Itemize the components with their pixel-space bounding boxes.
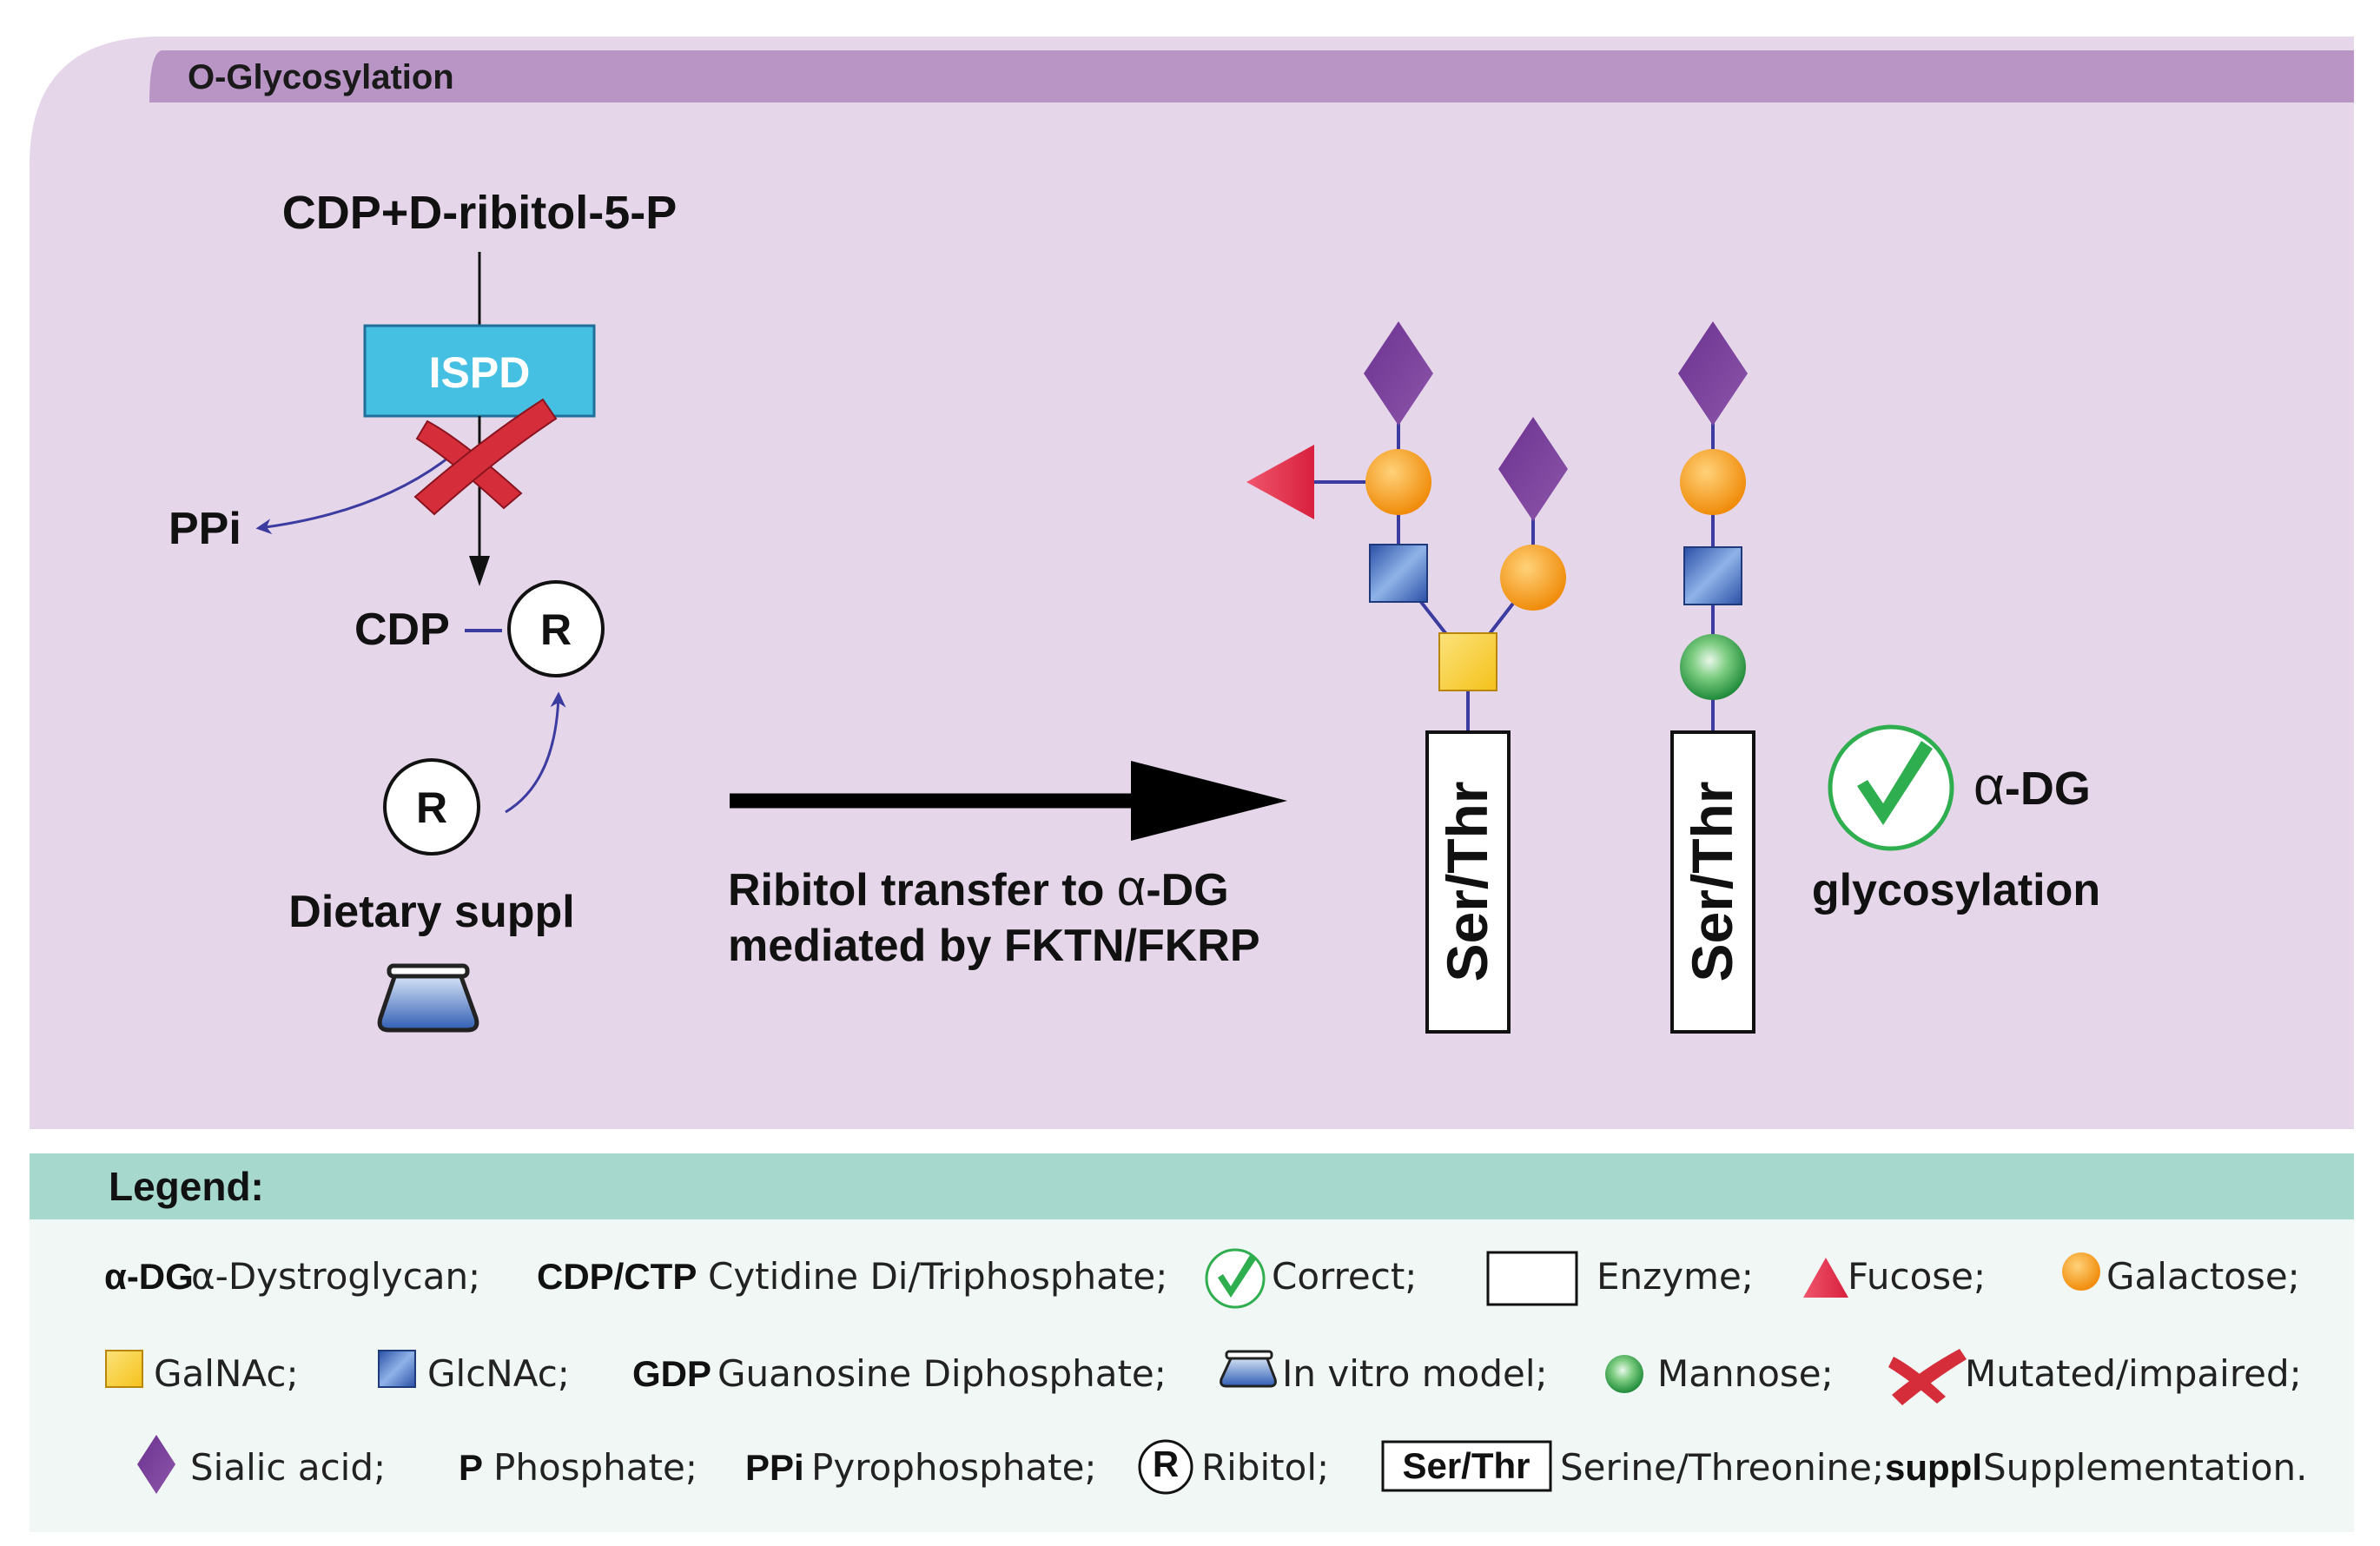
legend-enzyme-box-icon [1486, 1251, 1578, 1306]
dietary-ribitol-symbol: R [416, 783, 447, 832]
ser-thr-residue-box [1670, 730, 1755, 1034]
sialic-acid-icon [137, 1435, 175, 1494]
ribitol-circle-icon [383, 758, 480, 856]
correct-check-icon [1205, 1248, 1266, 1309]
in-vitro-flask-icon [377, 963, 479, 1033]
ispd-label: ISPD [429, 348, 531, 397]
galactose-node [1500, 545, 1566, 611]
legend-correct-text: Correct; [1272, 1255, 1417, 1298]
legend-mutated-text: Mutated/impaired; [1965, 1352, 2302, 1395]
panel-title-bar [149, 50, 2354, 102]
cdp-ribitol-product: CDP R [354, 580, 605, 677]
ribitol-circle-icon [507, 580, 605, 677]
legend-row-1: α-DG α-Dystroglycan; CDP/CTP Cytidine Di… [104, 1248, 2300, 1309]
substrate-label: CDP+D-ribitol-5-P [282, 187, 678, 239]
o-glycosylation-panel: O-Glycosylation [30, 36, 2354, 1129]
ppi-label: PPi [169, 504, 241, 554]
legend-glcnac-text: GlcNAc; [427, 1352, 570, 1395]
galnac-node [1438, 632, 1497, 691]
legend-title-bar [30, 1153, 2354, 1219]
legend-ribitol-text: Ribitol; [1201, 1446, 1329, 1489]
ser-thr-residue-box [1425, 730, 1511, 1034]
legend-serthr-box-icon [1381, 1440, 1552, 1492]
legend-suppl-abbr: suppl [1885, 1447, 1982, 1488]
sialic-acid-node [1498, 417, 1568, 521]
ispd-arrow-head [469, 556, 490, 586]
legend-row-2: GalNAc; GlcNAc; GDP Guanosine Diphosphat… [105, 1349, 2302, 1405]
panel-background [30, 36, 2354, 1129]
outcome: α-DG glycosylation [1812, 724, 2100, 915]
correct-check-icon [1828, 724, 1954, 851]
legend-row-3: Sialic acid; P Phosphate; PPi Pyrophosph… [137, 1435, 2308, 1495]
legend-title: Legend: [109, 1164, 264, 1209]
sialic-acid-node [1364, 321, 1433, 426]
galactose-node [1680, 449, 1746, 515]
glcnac-node [1683, 546, 1742, 605]
in-vitro-flask-icon [1220, 1350, 1277, 1388]
galactose-icon [2062, 1252, 2100, 1291]
legend-ppi-abbr: PPi [745, 1447, 804, 1488]
ribitol-transfer-arrow [730, 761, 1287, 841]
mannose-icon [1605, 1355, 1643, 1393]
legend-galnac-text: GalNAc; [154, 1352, 299, 1395]
transfer-caption-line1: Ribitol transfer to α-DG [728, 860, 1229, 916]
mutated-x-icon [1888, 1349, 1967, 1405]
legend-fucose-text: Fucose; [1848, 1255, 1986, 1298]
fucose-icon [1803, 1258, 1848, 1298]
glcnac-node [1369, 544, 1428, 603]
legend-ribitol-symbol: R [1153, 1444, 1179, 1484]
outcome-subtitle: glycosylation [1812, 865, 2100, 915]
legend-suppl-text: Supplementation. [1983, 1446, 2308, 1489]
legend-adg-text: α-Dystroglycan; [191, 1255, 480, 1298]
dietary-label: Dietary suppl [288, 887, 574, 937]
ser-thr-label-1: Ser/Thr [1435, 781, 1499, 981]
fucose-node [1246, 445, 1314, 519]
cdp-label: CDP [354, 605, 450, 655]
sialic-acid-node [1678, 321, 1748, 426]
glcnac-icon [378, 1350, 416, 1388]
ribitol-circle-icon [1138, 1439, 1193, 1495]
ser-thr-label-2: Ser/Thr [1680, 781, 1744, 981]
legend-cdp-abbr: CDP/CTP [537, 1256, 697, 1297]
mutated-x-icon [413, 398, 558, 516]
galactose-node [1365, 449, 1431, 515]
legend-sialic-text: Sialic acid; [190, 1446, 386, 1489]
legend-adg-abbr: α-DG [104, 1256, 194, 1297]
mannose-node [1680, 634, 1746, 700]
legend-galactose-text: Galactose; [2106, 1255, 2300, 1298]
legend-p-abbr: P [459, 1447, 483, 1488]
outcome-title: α-DG [1973, 756, 2091, 816]
legend-enzyme-text: Enzyme; [1597, 1255, 1754, 1298]
legend-ppi-text: Pyrophosphate; [811, 1446, 1097, 1489]
legend-serthr-box-label: Ser/Thr [1402, 1445, 1530, 1486]
legend-invitro-text: In vitro model; [1282, 1352, 1548, 1395]
legend-p-text: Phosphate; [493, 1446, 697, 1489]
legend-cdp-text: Cytidine Di/Triphosphate; [708, 1255, 1167, 1298]
glycan-structure-2: Ser/Thr [1670, 321, 1755, 1034]
galnac-icon [105, 1350, 143, 1388]
glycan-structure-1: Ser/Thr [1246, 321, 1568, 1034]
ispd-enzyme-box: ISPD [363, 324, 596, 418]
dietary-supplement: R Dietary suppl [288, 691, 575, 1033]
legend: Legend: α-DG α-Dystroglycan; CDP/CTP Cyt… [30, 1153, 2354, 1532]
legend-serthr-text: Serine/Threonine; [1560, 1446, 1884, 1489]
legend-mannose-text: Mannose; [1657, 1352, 1834, 1395]
panel-title: O-Glycosylation [188, 58, 454, 96]
legend-gdp-abbr: GDP [632, 1353, 711, 1394]
ispd-step: CDP+D-ribitol-5-P ISPD PPi [169, 187, 677, 586]
transfer-caption-line2: mediated by FKTN/FKRP [728, 921, 1260, 971]
supplement-uptake-arrow [505, 691, 566, 814]
legend-gdp-text: Guanosine Diphosphate; [717, 1352, 1167, 1395]
ribitol-symbol: R [540, 605, 572, 654]
ppi-release-arrow [255, 450, 457, 535]
